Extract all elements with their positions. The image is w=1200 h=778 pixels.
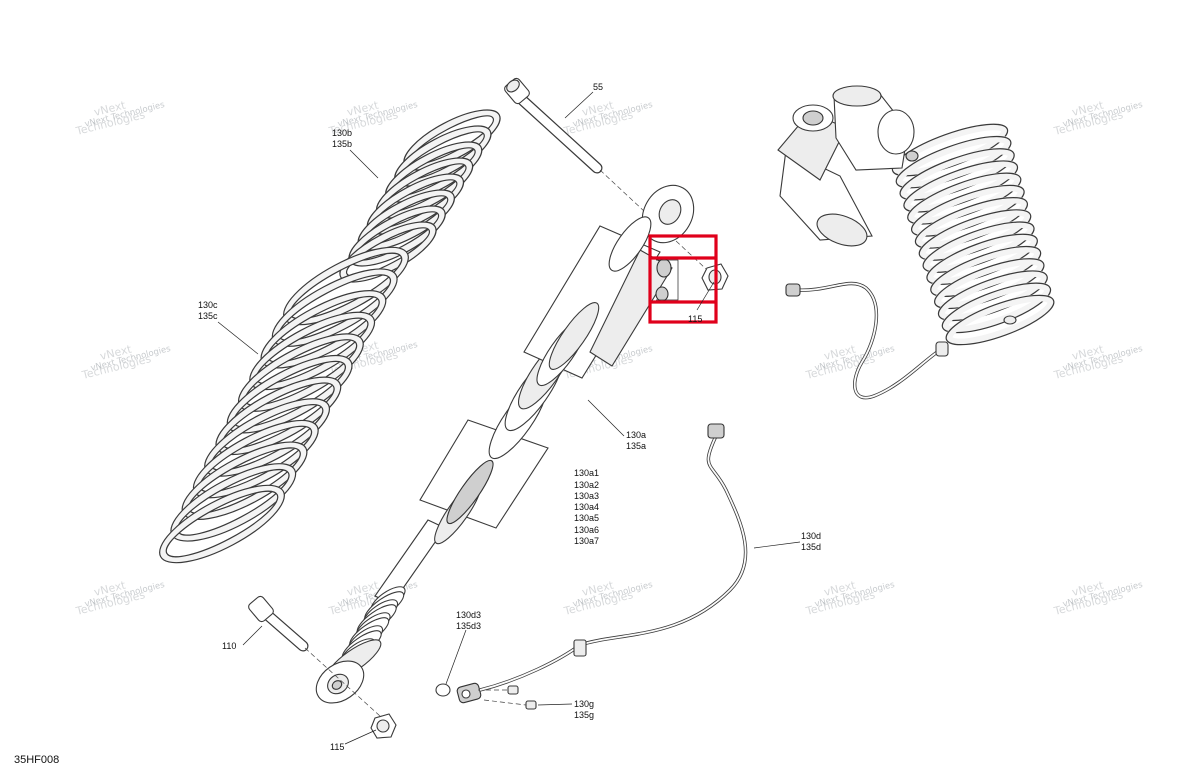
label-135a: 135a bbox=[626, 441, 646, 451]
sensor-cable bbox=[479, 423, 748, 692]
highlight-frame[interactable] bbox=[648, 234, 718, 324]
label-130a2: 130a2 bbox=[574, 480, 599, 490]
label-135d: 135d bbox=[801, 542, 821, 552]
callout-labels: 55 130b 135b 130c 135c 115 130a 135a 130… bbox=[198, 82, 821, 752]
sensor-connector bbox=[456, 682, 482, 704]
label-135g: 135g bbox=[574, 710, 594, 720]
label-130b: 130b bbox=[332, 128, 352, 138]
oring bbox=[435, 683, 451, 697]
label-130d: 130d bbox=[801, 531, 821, 541]
label-130d3: 130d3 bbox=[456, 610, 481, 620]
label-130a1: 130a1 bbox=[574, 468, 599, 478]
top-bolt bbox=[504, 77, 603, 174]
label-130a5: 130a5 bbox=[574, 513, 599, 523]
diagram-reference-code: 35HF008 bbox=[14, 754, 60, 766]
label-135d3: 135d3 bbox=[456, 621, 481, 631]
fitting-130g bbox=[507, 685, 537, 710]
label-115-bottom: 115 bbox=[330, 742, 344, 752]
label-130a7: 130a7 bbox=[574, 536, 599, 546]
label-135b: 135b bbox=[332, 139, 352, 149]
label-130a3: 130a3 bbox=[574, 491, 599, 501]
label-55: 55 bbox=[593, 82, 603, 92]
axis-line-bottom bbox=[304, 647, 381, 717]
spring-lower bbox=[159, 246, 409, 564]
bottom-nut bbox=[370, 713, 397, 739]
leader-lines bbox=[217, 91, 801, 745]
assembled-shock bbox=[777, 85, 1055, 400]
label-130a: 130a bbox=[626, 430, 646, 440]
label-130a4: 130a4 bbox=[574, 502, 599, 512]
label-130g: 130g bbox=[574, 699, 594, 709]
label-115-top: 115 bbox=[688, 314, 702, 324]
label-110: 110 bbox=[222, 641, 236, 651]
bottom-bolt bbox=[248, 595, 309, 652]
label-130c: 130c bbox=[198, 300, 218, 310]
shock-absorber bbox=[315, 184, 695, 704]
label-135c: 135c bbox=[198, 311, 218, 321]
label-130a6: 130a6 bbox=[574, 525, 599, 535]
